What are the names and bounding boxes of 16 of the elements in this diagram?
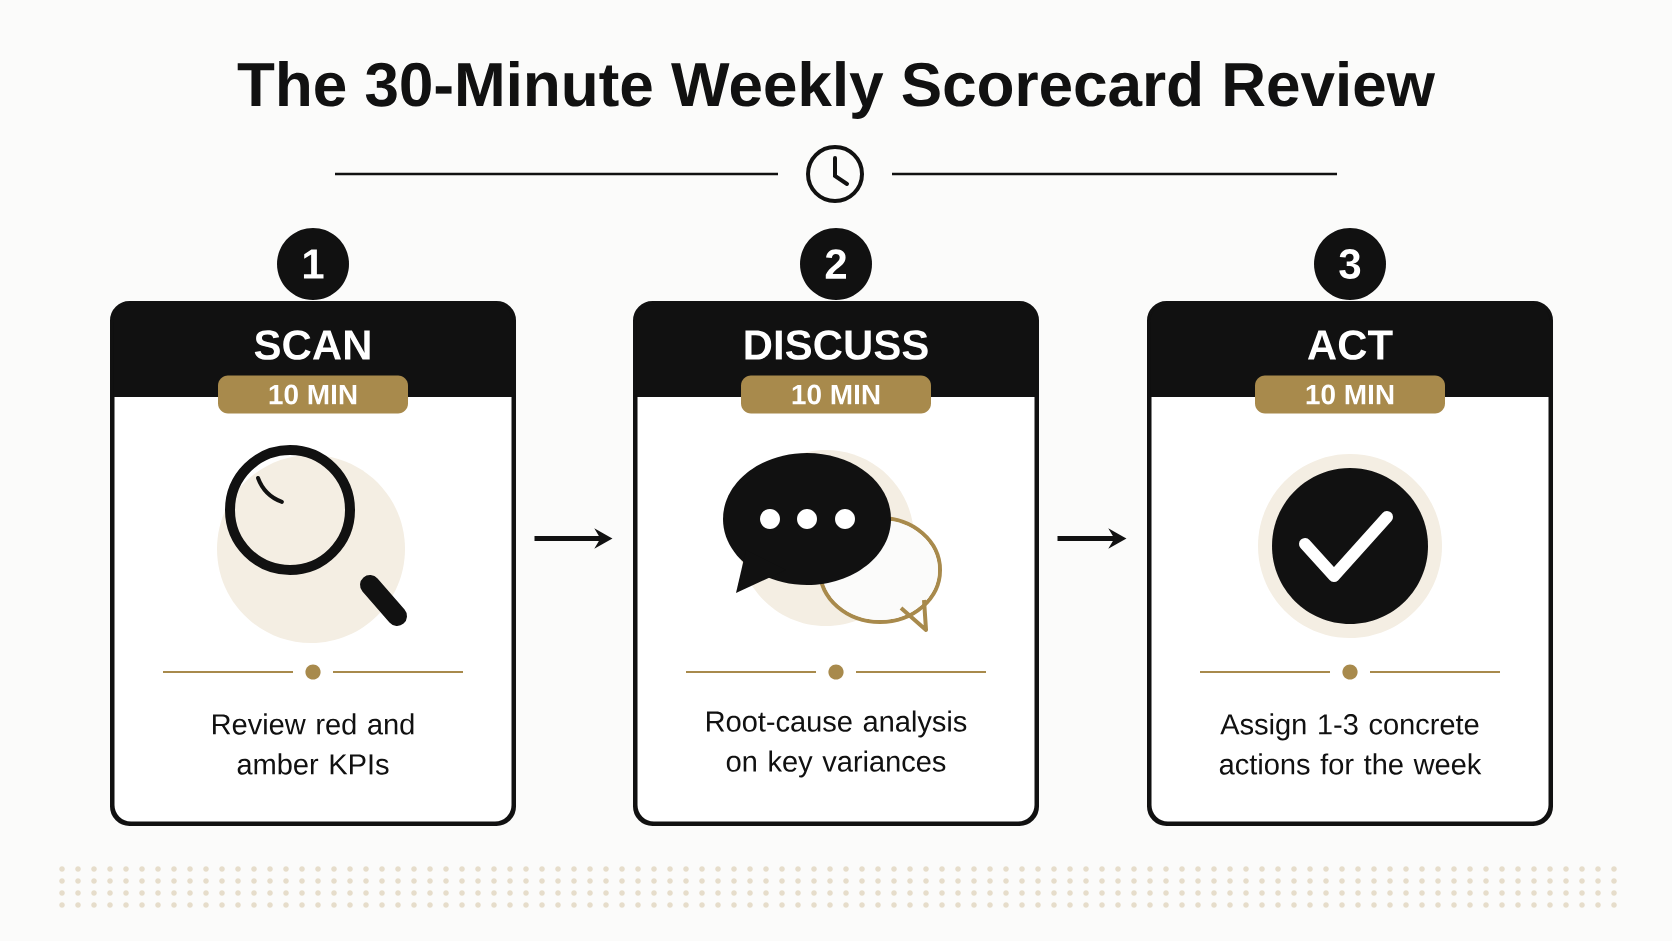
step-card: [110, 301, 516, 826]
duration-badge: 10 MIN: [218, 375, 408, 414]
duration-badge: 10 MIN: [741, 375, 931, 414]
step-number: 2: [800, 228, 872, 300]
step-title: DISCUSS: [745, 330, 928, 360]
step-number: 3: [1314, 228, 1386, 300]
title: The 30-Minute Weekly Scorecard Review: [237, 61, 1436, 119]
duration-badge: 10 MIN: [1255, 375, 1445, 414]
step-number: 1: [277, 228, 349, 300]
step-card: [1147, 301, 1553, 826]
step-description: Assign 1-3 concrete actions for the week: [1219, 713, 1482, 775]
step-title: ACT: [1307, 330, 1393, 360]
step-title: SCAN: [254, 330, 370, 360]
step-card: [633, 301, 1039, 826]
step-description: Review red and amber KPIs: [213, 713, 414, 775]
step-description: Root-cause analysis on key variances: [707, 710, 967, 778]
